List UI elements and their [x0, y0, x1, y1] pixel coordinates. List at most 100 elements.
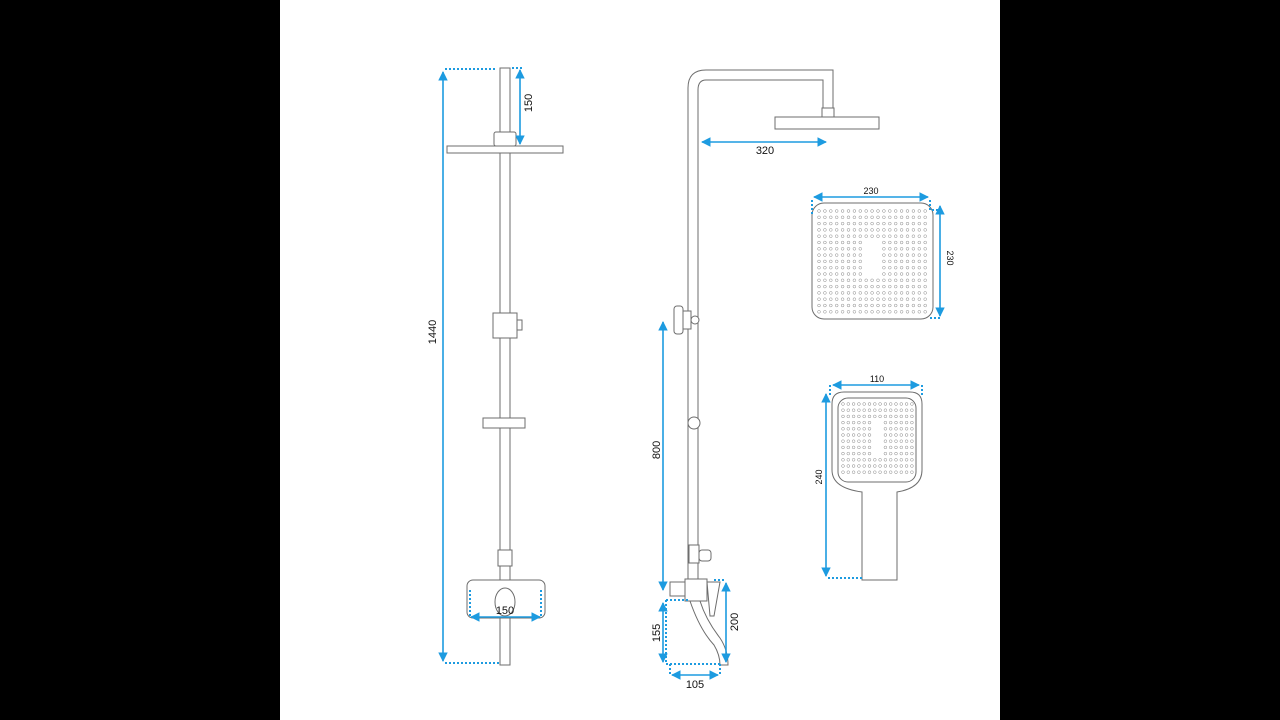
- nozzle: [876, 291, 880, 295]
- label-mixer-width: 150: [496, 605, 514, 617]
- nozzle: [846, 247, 851, 251]
- nozzle: [899, 228, 904, 232]
- nozzle: [846, 266, 851, 270]
- nozzle: [883, 445, 888, 450]
- nozzle: [840, 209, 845, 213]
- nozzle: [904, 439, 909, 443]
- nozzle: [829, 247, 833, 251]
- nozzle: [923, 259, 927, 264]
- nozzle: [852, 310, 857, 314]
- nozzle: [899, 266, 904, 270]
- nozzle: [835, 272, 839, 276]
- nozzle: [905, 303, 910, 308]
- nozzle: [894, 272, 898, 276]
- nozzle: [888, 253, 892, 257]
- nozzle: [911, 310, 916, 314]
- nozzle: [851, 402, 856, 406]
- nozzle: [905, 215, 910, 219]
- nozzle: [876, 215, 880, 219]
- nozzle: [873, 402, 877, 406]
- nozzle: [904, 464, 909, 468]
- nozzle: [867, 414, 872, 419]
- nozzle: [894, 278, 898, 282]
- nozzle: [899, 408, 903, 412]
- nozzle: [858, 215, 862, 219]
- nozzle: [904, 445, 909, 450]
- nozzle: [846, 414, 850, 419]
- nozzle: [917, 291, 921, 295]
- nozzle: [851, 445, 856, 450]
- diverter-valve: [497, 549, 513, 567]
- nozzle: [817, 234, 821, 238]
- label-mixer-height: 200: [729, 613, 741, 631]
- nozzle: [878, 464, 882, 468]
- nozzle: [888, 272, 892, 276]
- nozzle: [923, 253, 927, 257]
- nozzle: [888, 303, 892, 308]
- nozzle: [823, 240, 827, 245]
- nozzle: [851, 420, 856, 425]
- nozzle: [858, 234, 862, 238]
- label-diverter-height: 800: [651, 441, 663, 459]
- nozzle: [899, 291, 904, 295]
- nozzle: [864, 209, 868, 213]
- nozzle: [870, 297, 874, 301]
- nozzle: [910, 420, 914, 425]
- nozzle: [846, 420, 850, 425]
- nozzle: [876, 303, 880, 308]
- nozzle: [846, 445, 850, 450]
- nozzle: [917, 259, 921, 264]
- nozzle: [852, 259, 857, 264]
- nozzle: [917, 228, 921, 232]
- nozzle: [823, 209, 827, 213]
- nozzle: [851, 451, 856, 456]
- nozzle: [823, 284, 827, 289]
- nozzle: [889, 408, 893, 412]
- nozzle: [923, 215, 927, 219]
- nozzle: [841, 433, 845, 437]
- soap-holder: [482, 417, 526, 429]
- nozzle: [846, 234, 851, 238]
- nozzle: [873, 408, 877, 412]
- nozzle: [841, 445, 845, 450]
- nozzle: [878, 408, 882, 412]
- nozzle: [817, 209, 821, 213]
- nozzle: [823, 303, 827, 308]
- drawing-sheet: [280, 0, 1000, 720]
- nozzle: [862, 414, 866, 419]
- overhead-shower-face: [811, 202, 934, 320]
- nozzle: [889, 445, 893, 450]
- nozzle: [823, 259, 827, 264]
- nozzle: [905, 209, 910, 213]
- nozzle: [899, 215, 904, 219]
- nozzle: [882, 253, 886, 257]
- nozzle: [888, 310, 892, 314]
- nozzle: [840, 253, 845, 257]
- slider-ball: [687, 416, 701, 430]
- nozzle: [894, 420, 898, 425]
- nozzle: [905, 266, 910, 270]
- nozzle: [917, 278, 921, 282]
- nozzle: [857, 470, 861, 474]
- label-hand-width: 110: [870, 374, 884, 384]
- nozzle: [888, 234, 892, 238]
- nozzle: [862, 402, 866, 406]
- nozzle: [894, 228, 898, 232]
- nozzle: [917, 303, 921, 308]
- nozzle: [846, 439, 850, 443]
- nozzle: [851, 408, 856, 412]
- nozzle: [852, 247, 857, 251]
- nozzle: [873, 470, 877, 474]
- nozzle: [829, 310, 833, 314]
- nozzle: [835, 278, 839, 282]
- nozzle: [882, 303, 886, 308]
- nozzle: [858, 284, 862, 289]
- nozzle: [817, 278, 821, 282]
- nozzle: [867, 445, 872, 450]
- nozzle: [917, 272, 921, 276]
- nozzle: [870, 303, 874, 308]
- nozzle: [817, 284, 821, 289]
- nozzle: [878, 402, 882, 406]
- nozzle: [846, 228, 851, 232]
- nozzle: [910, 433, 914, 437]
